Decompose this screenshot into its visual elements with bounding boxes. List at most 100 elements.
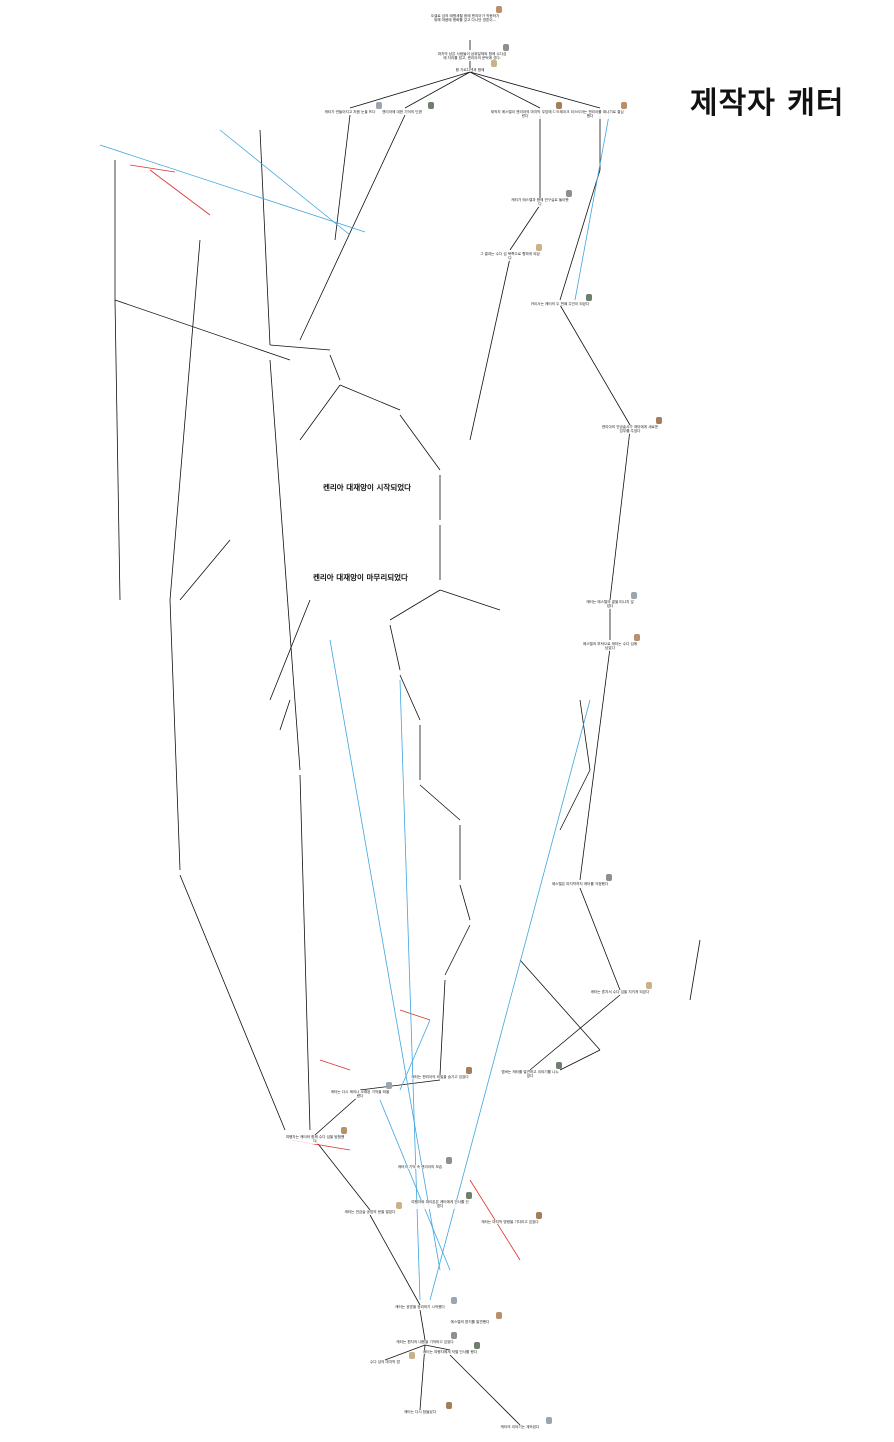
connector-line xyxy=(179,539,231,601)
connector-line xyxy=(529,994,621,1071)
blue-connector-line xyxy=(219,129,351,236)
connector-line xyxy=(299,774,311,1131)
character-portrait-icon xyxy=(451,1332,457,1339)
timeline-node: 캐터는 다시 깨어나 오래된 기억을 떠올렸다 xyxy=(330,1090,390,1099)
timeline-node: 캐터는 혼자서 수다 섬을 지키게 되었다 xyxy=(590,990,650,995)
connector-line xyxy=(419,1344,426,1411)
connector-line xyxy=(179,874,286,1131)
page-title: 제작자 캐터 xyxy=(690,86,845,121)
timeline-node: 왕 가르디엔과 함께 xyxy=(445,68,495,73)
timeline-node: 그 결과는 수다 섬 북쪽으로 향하게 되었다 xyxy=(480,252,540,261)
blue-connector-line xyxy=(399,1019,431,1091)
character-portrait-icon xyxy=(496,1312,502,1319)
connector-line xyxy=(339,384,401,411)
connector-line xyxy=(404,71,471,109)
connector-line xyxy=(369,1214,421,1306)
character-portrait-icon xyxy=(466,1192,472,1199)
character-portrait-icon xyxy=(556,102,562,109)
connector-line xyxy=(269,359,301,771)
character-portrait-icon xyxy=(633,634,640,641)
connector-line xyxy=(269,599,311,701)
character-portrait-icon xyxy=(536,244,542,251)
connector-line xyxy=(114,299,291,361)
connector-line xyxy=(389,589,441,621)
character-portrait-icon xyxy=(606,874,612,881)
timeline-node: 캐터는 에스텔의 곁을 떠나지 않았다 xyxy=(585,600,635,609)
timeline-node: 캐터는 여행자에게 작별 인사를 했다 xyxy=(422,1350,478,1355)
connector-line xyxy=(559,1049,601,1071)
connector-line xyxy=(519,959,601,1051)
timeline-node: 캐터의 이야기는 계속된다 xyxy=(490,1425,550,1430)
timeline-node: 캐터는 연금술 공방의 문을 열었다 xyxy=(340,1210,400,1215)
character-portrait-icon xyxy=(386,1082,392,1089)
connector-line xyxy=(279,699,291,731)
connector-line xyxy=(439,589,501,611)
timeline-node: 여행자와 파이몬은 캐터에게 인사를 건넸다 xyxy=(410,1200,470,1209)
connector-line xyxy=(269,344,331,351)
character-portrait-icon xyxy=(536,1212,542,1219)
character-portrait-icon xyxy=(376,102,382,109)
character-portrait-icon xyxy=(466,1067,472,1074)
connector-line xyxy=(349,71,471,109)
connector-line xyxy=(559,169,601,301)
character-portrait-icon xyxy=(586,294,592,301)
timeline-node: 여행자는 캐터와 함께 수다 섬을 탐험했다 xyxy=(285,1135,345,1144)
connector-line xyxy=(579,699,591,771)
timeline-node: 에스텔의 부탁으로 캐터는 수다 섬에 남았다 xyxy=(582,642,638,651)
timeline-node: 캐터는 켄리아의 비밀을 숨기고 있었다 xyxy=(410,1075,470,1080)
connector-line xyxy=(334,114,351,241)
connector-line xyxy=(559,769,591,831)
character-portrait-icon xyxy=(396,1202,402,1209)
timeline-node: 앰버는 캐터를 발견하고 이야기를 나누었다 xyxy=(500,1070,560,1079)
character-portrait-icon xyxy=(621,102,627,109)
connector-line xyxy=(509,204,541,251)
timeline-node: 마지막 남은 사람들이 삼위일체와 함께 수다섬에 자리를 잡고, 켄리아의 문… xyxy=(437,52,507,61)
connector-line xyxy=(689,939,701,1001)
timeline-node: 카이사는 캐터의 두 번째 주인이 되었다 xyxy=(530,302,590,307)
connector-line xyxy=(459,884,471,921)
character-portrait-icon xyxy=(503,44,509,51)
character-portrait-icon xyxy=(473,1342,480,1349)
connector-line xyxy=(469,71,601,109)
red-connector-line xyxy=(399,1009,431,1021)
character-portrait-icon xyxy=(491,60,497,67)
connector-line xyxy=(314,1139,371,1211)
connector-line xyxy=(419,784,461,821)
timeline-node: 캐터가 만들어지고 처음 눈을 뜨다 xyxy=(320,110,380,115)
timeline-node: 켄리아에 대한 기억의 단편 xyxy=(372,110,432,115)
timeline-node: 켄리아의 연금술사가 캐터에게 새로운 임무를 주었다 xyxy=(600,425,660,434)
timeline-node: 에스텔은 마지막까지 캐터를 걱정했다 xyxy=(550,882,610,887)
character-portrait-icon xyxy=(446,1402,452,1409)
connector-line xyxy=(449,1354,521,1426)
timeline-node: 캐터는 편지의 내용을 기억하고 있었다 xyxy=(395,1340,455,1345)
timeline-node: 캐터는 다시 잠들었다 xyxy=(390,1410,450,1415)
blue-connector-line xyxy=(379,1099,451,1271)
connector-line xyxy=(424,1344,451,1351)
connector-line xyxy=(579,887,621,991)
blue-connector-line xyxy=(329,639,441,1271)
character-portrait-icon xyxy=(631,592,637,599)
character-portrait-icon xyxy=(446,1157,452,1164)
timeline-node: 캐터가 에스텔과 함께 연구실로 돌아왔다 xyxy=(510,198,570,207)
timeline-node: 에스텔의 편지를 발견했다 xyxy=(440,1320,500,1325)
connector-line xyxy=(329,354,341,381)
connector-line xyxy=(439,979,446,1076)
character-portrait-icon xyxy=(556,1062,562,1069)
character-portrait-icon xyxy=(341,1127,347,1134)
connector-line xyxy=(169,599,181,871)
era-label-start: 켄리아 대재앙이 시작되었다 xyxy=(322,482,413,493)
connector-line xyxy=(169,239,201,601)
character-portrait-icon xyxy=(546,1417,552,1424)
blue-connector-line xyxy=(429,699,591,1301)
character-portrait-icon xyxy=(566,190,572,197)
timeline-node: 수다 섬의 마지막 밤 xyxy=(357,1360,413,1365)
timeline-node: 제작자 에스텔이 켄리아의 마지막 무덤에 다다랐다 xyxy=(490,110,560,119)
timeline-node: 캐터의 기억 속 켄리아의 모습 xyxy=(390,1165,450,1170)
connector-line xyxy=(299,384,341,441)
connector-line xyxy=(399,674,421,721)
character-portrait-icon xyxy=(656,417,662,424)
blue-connector-line xyxy=(99,144,366,233)
timeline-node: 오셀로 섬의 태평세월 중에 켄리아가 작동하기 위해 마음에 평화를 갖고 다… xyxy=(430,14,500,23)
red-connector-line xyxy=(129,164,176,173)
